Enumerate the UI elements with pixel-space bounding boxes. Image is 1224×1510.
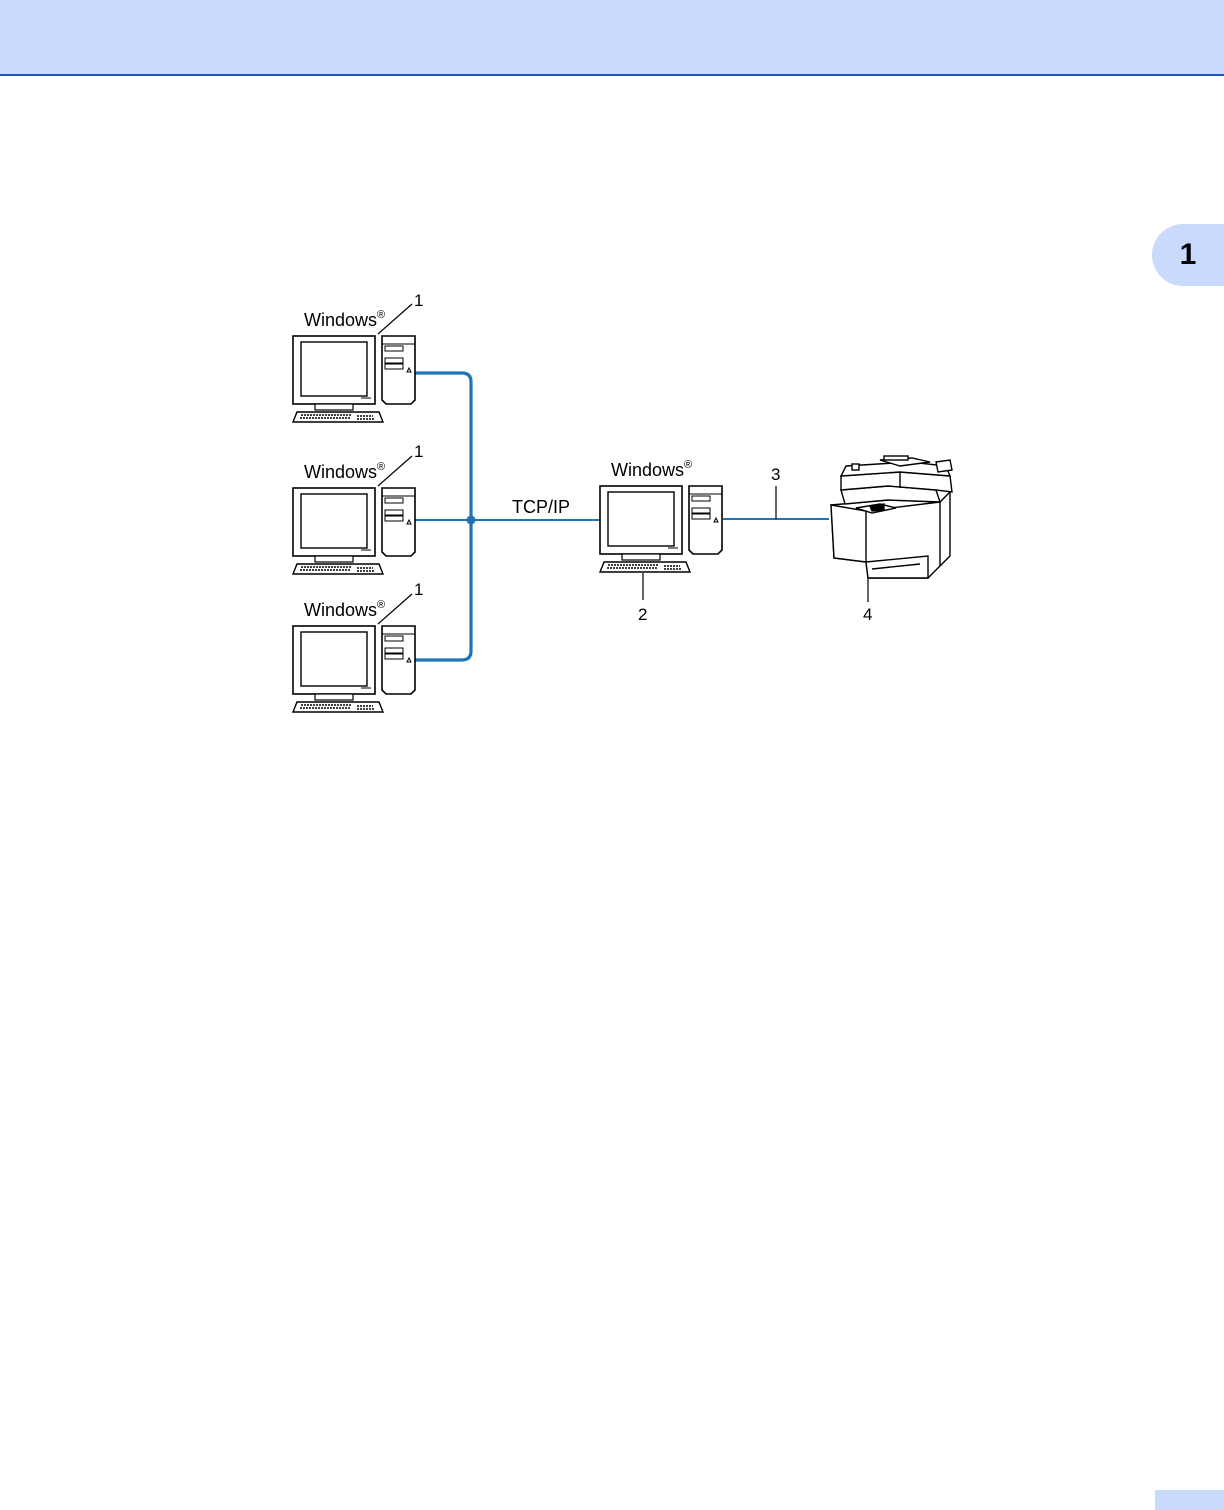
network-junction: [467, 516, 476, 525]
client-1-os-label: Windows: [304, 310, 377, 330]
svg-text:Windows®: Windows®: [304, 309, 385, 330]
client-1-callout: 1: [414, 291, 423, 310]
client-pc-2: Windows® 1: [293, 442, 423, 574]
client-2-os-label: Windows: [304, 462, 377, 482]
protocol-label: TCP/IP: [512, 497, 570, 517]
client-1-registered-mark: ®: [377, 309, 385, 321]
client-pc-1: Windows® 1: [293, 291, 423, 422]
client-2-callout: 1: [414, 442, 423, 461]
server-callout: 2: [638, 605, 647, 624]
svg-text:Windows®: Windows®: [304, 461, 385, 482]
printer-callout: 4: [863, 605, 872, 624]
server-registered-mark: ®: [684, 459, 692, 471]
client-3-registered-mark: ®: [377, 599, 385, 611]
svg-text:Windows®: Windows®: [304, 599, 385, 620]
client-3-callout: 1: [414, 580, 423, 599]
page-number-box: [1155, 1490, 1224, 1510]
client-2-registered-mark: ®: [377, 461, 385, 473]
client-pc-3: Windows® 1: [293, 580, 423, 712]
printer-device: [831, 456, 952, 578]
client-3-os-label: Windows: [304, 600, 377, 620]
server-os-label: Windows: [611, 460, 684, 480]
backbone-cable: [414, 373, 471, 660]
cable-callout: 3: [771, 465, 780, 484]
server-pc: Windows® 2: [600, 459, 722, 624]
svg-text:Windows®: Windows®: [611, 459, 692, 480]
